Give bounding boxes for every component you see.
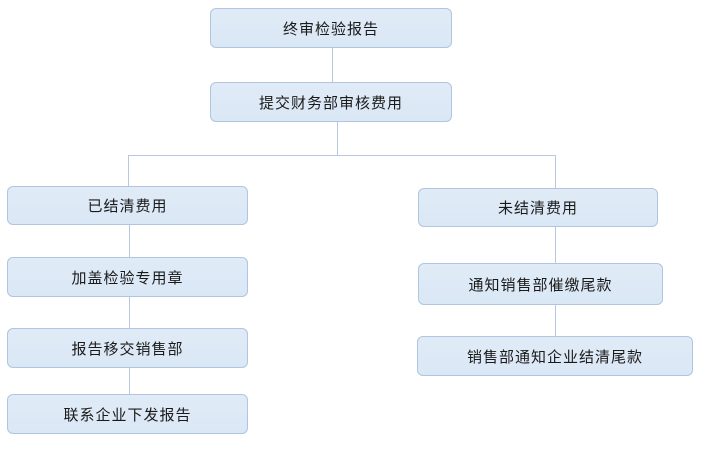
node-report-to-sales-dept: 报告移交销售部 <box>7 328 248 368</box>
node-submit-finance-review: 提交财务部审核费用 <box>210 82 452 122</box>
node-sales-notify-enterprise-settle: 销售部通知企业结清尾款 <box>417 336 693 376</box>
node-apply-inspection-seal: 加盖检验专用章 <box>7 257 248 297</box>
node-notify-sales-collect-balance: 通知销售部催缴尾款 <box>418 263 663 305</box>
node-contact-enterprise-issue-report: 联系企业下发报告 <box>7 394 248 434</box>
node-fees-unsettled: 未结清费用 <box>418 188 658 227</box>
node-fees-settled: 已结清费用 <box>7 186 248 225</box>
node-final-inspection-report: 终审检验报告 <box>210 8 452 48</box>
